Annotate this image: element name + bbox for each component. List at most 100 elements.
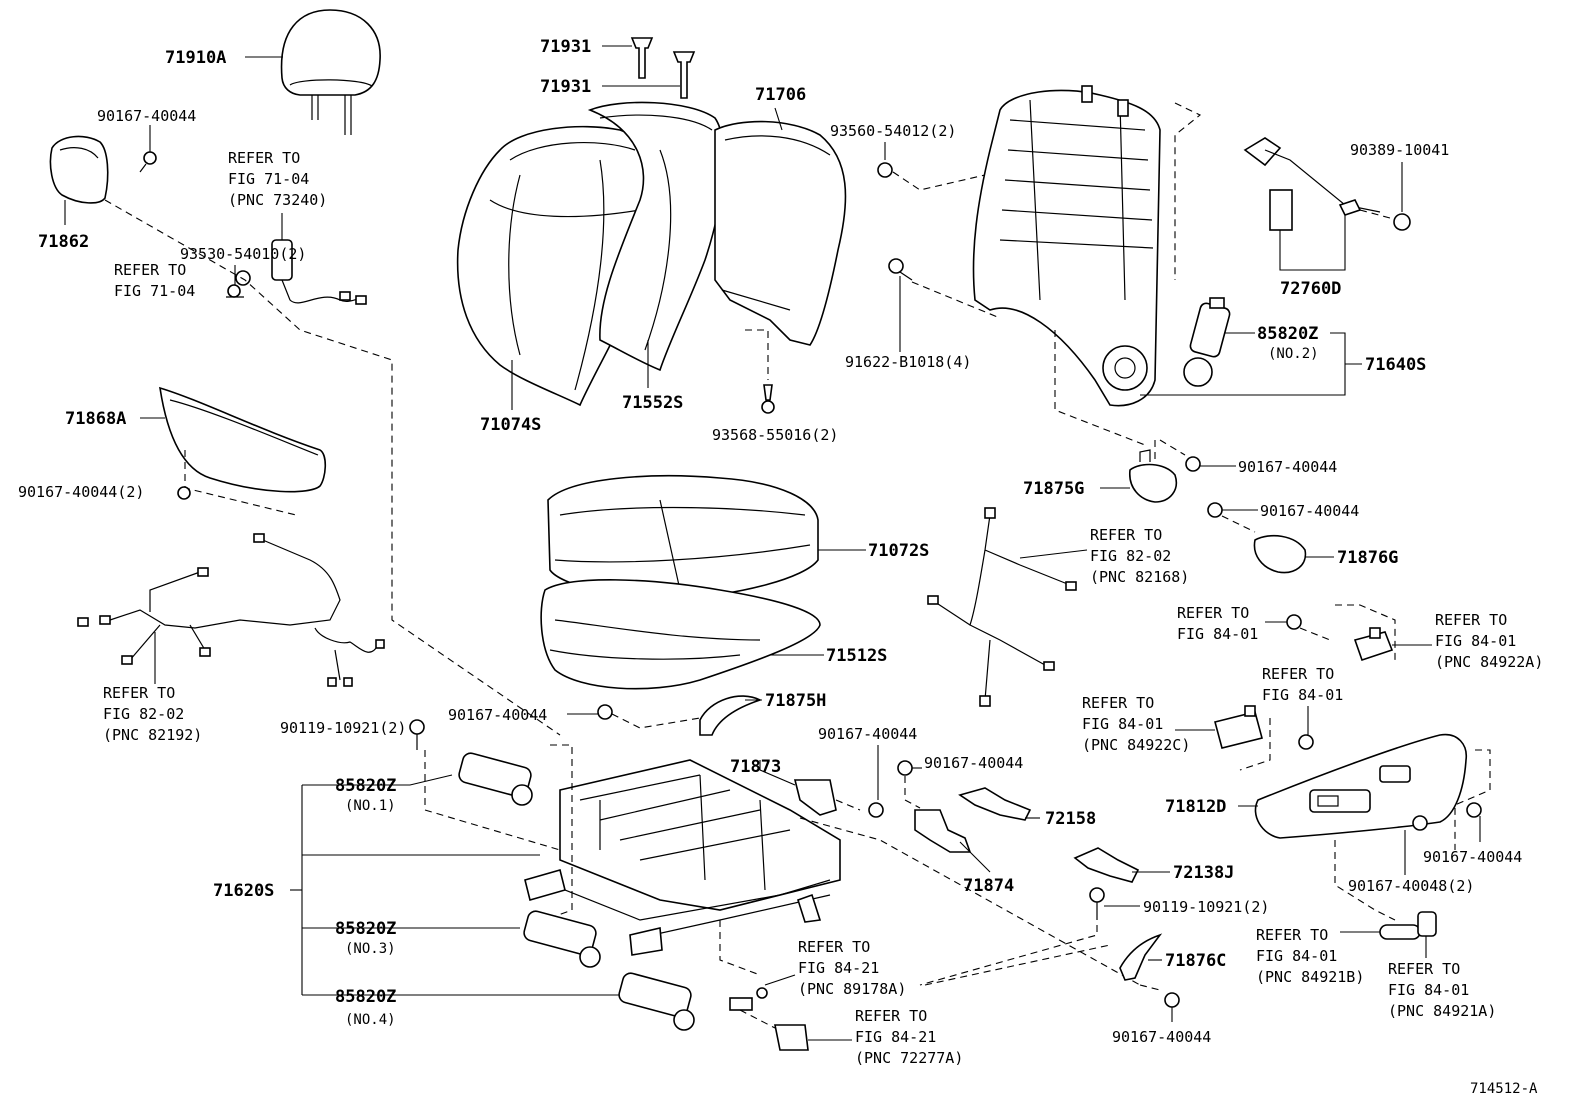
- screw-90167-a[interactable]: [139, 151, 157, 173]
- bolt-90119-b[interactable]: [1089, 887, 1105, 920]
- refer-71-04b-line1[interactable]: REFER TO: [114, 261, 186, 279]
- refer-84-01a-line1[interactable]: REFER TO: [1177, 604, 1249, 622]
- refer-82-02-left-line1[interactable]: REFER TO: [103, 684, 175, 702]
- cover-71862[interactable]: [49, 135, 109, 204]
- screw-90167-40048[interactable]: [1412, 815, 1428, 831]
- cover-71876c[interactable]: [1119, 933, 1163, 981]
- seatbelt-buckle: [271, 239, 367, 305]
- bracket-72138j[interactable]: [1073, 847, 1140, 883]
- label-90167-40048: 90167-40048(2): [1348, 877, 1474, 895]
- label-90167-a: 90167-40044: [97, 107, 196, 125]
- refer-84-01d-line1[interactable]: REFER TO: [1082, 694, 1154, 712]
- refer-84-01e-line3[interactable]: (PNC 84921B): [1256, 968, 1364, 986]
- headrest-guide-71931a[interactable]: [630, 37, 654, 79]
- label-85820z-no4-sub: (NO.4): [345, 1012, 396, 1028]
- refer-84-01c-line1[interactable]: REFER TO: [1262, 665, 1334, 683]
- bracket-71874[interactable]: [914, 809, 972, 853]
- side-shield-71812d[interactable]: [1254, 733, 1467, 839]
- label-71876c: 71876C: [1165, 951, 1226, 971]
- panel-71868a[interactable]: [159, 386, 327, 493]
- label-90119-b: 90119-10921(2): [1143, 898, 1269, 916]
- wire-harness-left: [77, 533, 385, 687]
- clip-93530[interactable]: [226, 284, 244, 298]
- label-71640s: 71640S: [1365, 355, 1426, 375]
- refer-84-01f-line3[interactable]: (PNC 84921A): [1388, 1002, 1496, 1020]
- screw-93568[interactable]: [761, 384, 775, 414]
- refer-84-01c-line2[interactable]: FIG 84-01: [1262, 686, 1343, 704]
- screw-90167-b[interactable]: [177, 486, 191, 500]
- screw-90167-d[interactable]: [1207, 502, 1223, 518]
- seatback-frame-71640s[interactable]: [972, 85, 1161, 407]
- label-85820z-no2-sub: (NO.2): [1268, 346, 1319, 362]
- refer-84-21b-line2[interactable]: FIG 84-21: [855, 1028, 936, 1046]
- headrest-guide-71931b[interactable]: [672, 51, 696, 99]
- headrest-71910a[interactable]: [280, 9, 381, 135]
- motor-85820z-no3[interactable]: [522, 909, 601, 968]
- seatback-pad-71552s[interactable]: [587, 101, 725, 372]
- cover-71875g[interactable]: [1129, 449, 1177, 503]
- grommet: [235, 270, 251, 286]
- screw-90167-f[interactable]: [868, 802, 884, 818]
- label-71512s: 71512S: [826, 646, 887, 666]
- motor-85820z-no4[interactable]: [617, 971, 695, 1031]
- cushion-pad-71512s[interactable]: [540, 579, 821, 690]
- screw-90167-c[interactable]: [1185, 456, 1201, 472]
- refer-84-01f-line2[interactable]: FIG 84-01: [1388, 981, 1469, 999]
- label-71072s: 71072S: [868, 541, 929, 561]
- label-85820z-no4: 85820Z: [335, 987, 396, 1007]
- refer-82-02-wire-line1[interactable]: REFER TO: [1090, 526, 1162, 544]
- bolt-93560[interactable]: [877, 162, 893, 178]
- refer-82-02-left-line3[interactable]: (PNC 82192): [103, 726, 202, 744]
- refer-84-01e-line2[interactable]: FIG 84-01: [1256, 947, 1337, 965]
- cover-71875h[interactable]: [699, 695, 763, 736]
- refer-84-21a-line2[interactable]: FIG 84-21: [798, 959, 879, 977]
- refer-82-02-wire-line2[interactable]: FIG 82-02: [1090, 547, 1171, 565]
- bolt-90119-a[interactable]: [409, 719, 425, 750]
- bolt-91622[interactable]: [888, 258, 913, 281]
- refer-84-21b-line3[interactable]: (PNC 72277A): [855, 1049, 963, 1067]
- refer-84-21a-line1[interactable]: REFER TO: [798, 938, 870, 956]
- motor-85820z-no1[interactable]: [457, 751, 533, 806]
- refer-84-21a-line3[interactable]: (PNC 89178A): [798, 980, 906, 998]
- refer-84-21b-line1[interactable]: REFER TO: [855, 1007, 927, 1025]
- knob-84921a: [1417, 911, 1437, 937]
- label-90167-g: 90167-40044: [924, 754, 1023, 772]
- nut-90389[interactable]: [1393, 213, 1411, 231]
- motor-85820z-no2[interactable]: [1183, 297, 1231, 387]
- label-85820z-no2: 85820Z: [1257, 324, 1318, 344]
- refer-71-04-line3[interactable]: (PNC 73240): [228, 191, 327, 209]
- cover-71876g[interactable]: [1253, 534, 1307, 574]
- bracket-71873[interactable]: [793, 779, 837, 816]
- refer-82-02-left-line2[interactable]: FIG 82-02: [103, 705, 184, 723]
- bracket-72158[interactable]: [958, 787, 1032, 821]
- label-71620s: 71620S: [213, 881, 274, 901]
- refer-84-01d-line2[interactable]: FIG 84-01: [1082, 715, 1163, 733]
- screw-84-01a[interactable]: [1286, 614, 1302, 630]
- refer-71-04-line2[interactable]: FIG 71-04: [228, 170, 309, 188]
- label-90167-c: 90167-40044: [1238, 458, 1337, 476]
- seat-adjuster-71620s[interactable]: [524, 759, 841, 956]
- label-90167-f: 90167-40044: [818, 725, 917, 743]
- screw-90167-i[interactable]: [1164, 992, 1180, 1008]
- refer-71-04b-line2[interactable]: FIG 71-04: [114, 282, 195, 300]
- refer-84-01d-line3[interactable]: (PNC 84922C): [1082, 736, 1190, 754]
- refer-84-01b-line3[interactable]: (PNC 84922A): [1435, 653, 1543, 671]
- label-71875h: 71875H: [765, 691, 826, 711]
- label-71862: 71862: [38, 232, 89, 252]
- refer-71-04-line1[interactable]: REFER TO: [228, 149, 300, 167]
- screw-90167-e[interactable]: [597, 704, 613, 720]
- screw-90167-g[interactable]: [897, 760, 913, 776]
- refer-84-01e-line1[interactable]: REFER TO: [1256, 926, 1328, 944]
- label-93530: 93530-54010(2): [180, 245, 306, 263]
- refer-82-02-wire-line3[interactable]: (PNC 82168): [1090, 568, 1189, 586]
- screw-90167-h[interactable]: [1466, 802, 1482, 818]
- screw-84-01c[interactable]: [1298, 734, 1314, 750]
- back-board-71706[interactable]: [714, 120, 847, 346]
- knob-84921b: [1379, 924, 1421, 940]
- refer-84-01f-line1[interactable]: REFER TO: [1388, 960, 1460, 978]
- refer-84-01b-line1[interactable]: REFER TO: [1435, 611, 1507, 629]
- refer-84-01a-line2[interactable]: FIG 84-01: [1177, 625, 1258, 643]
- label-71876g: 71876G: [1337, 548, 1398, 568]
- recliner-rod-72760d[interactable]: [1243, 137, 1381, 231]
- refer-84-01b-line2[interactable]: FIG 84-01: [1435, 632, 1516, 650]
